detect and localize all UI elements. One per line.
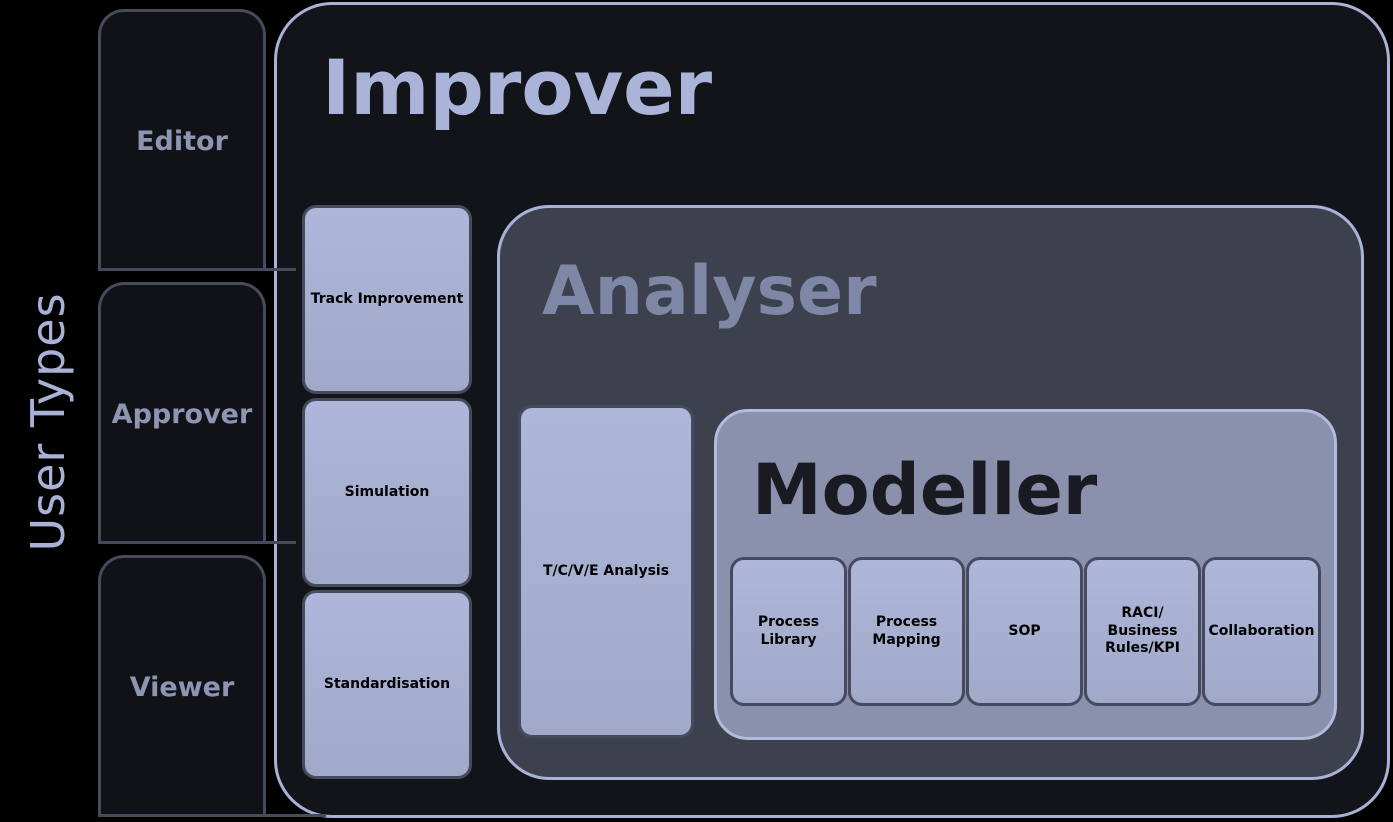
user-type-editor: Editor	[98, 9, 266, 271]
feature-label: Standardisation	[323, 675, 451, 692]
user-types-label: User Types	[21, 292, 75, 552]
feature-label: Process Mapping	[872, 614, 941, 648]
feature-track-improvement: Track Improvement	[302, 205, 472, 394]
feature-simulation: Simulation	[302, 398, 472, 587]
user-type-viewer-label: Viewer	[129, 672, 235, 703]
user-type-viewer: Viewer	[98, 555, 266, 817]
feature-raci-business-rules-kpi: RACI/ Business Rules/KPI	[1084, 557, 1201, 706]
analyser-title: Analyser	[542, 252, 877, 331]
feature-label: T/C/V/E Analysis	[542, 562, 670, 579]
feature-label: Track Improvement	[310, 290, 464, 307]
improver-title: Improver	[322, 43, 713, 132]
approver-divider-line	[98, 541, 296, 544]
editor-divider-line	[98, 268, 296, 271]
feature-tcve-analysis: T/C/V/E Analysis	[518, 405, 694, 738]
feature-label: Simulation	[344, 483, 430, 500]
feature-standardisation: Standardisation	[302, 590, 472, 779]
modeller-title: Modeller	[752, 449, 1098, 531]
viewer-divider-line	[98, 814, 326, 817]
user-type-approver-label: Approver	[111, 399, 253, 430]
feature-process-library: Process Library	[730, 557, 847, 706]
user-type-editor-label: Editor	[136, 126, 228, 157]
feature-sop: SOP	[966, 557, 1083, 706]
feature-label: SOP	[1008, 622, 1041, 639]
feature-label: Process Library	[757, 614, 820, 648]
feature-process-mapping: Process Mapping	[848, 557, 965, 706]
feature-label: RACI/ Business Rules/KPI	[1105, 605, 1180, 657]
user-type-approver: Approver	[98, 282, 266, 544]
feature-label: Collaboration	[1208, 622, 1315, 639]
feature-collaboration: Collaboration	[1202, 557, 1321, 706]
